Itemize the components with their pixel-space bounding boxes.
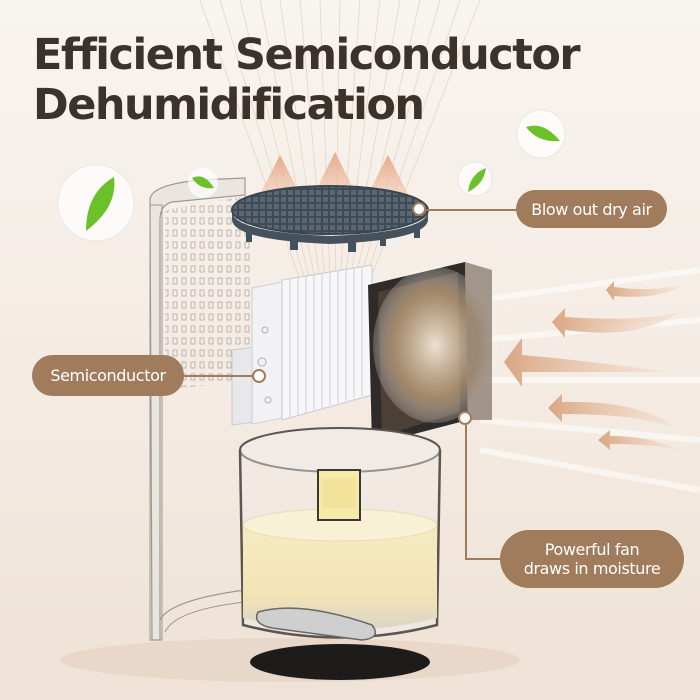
title-line-1: Efficient Semiconductor bbox=[33, 30, 581, 80]
callout-dot-fan bbox=[458, 411, 472, 425]
leaf-icon bbox=[192, 176, 214, 189]
callout-dot-semiconductor bbox=[252, 369, 266, 383]
water-tank bbox=[238, 427, 442, 680]
callout-semiconductor: Semiconductor bbox=[32, 355, 184, 396]
page-title: Efficient Semiconductor Dehumidification bbox=[33, 30, 581, 130]
leaf-icon bbox=[86, 177, 115, 231]
leaf-bubble-right bbox=[516, 109, 566, 159]
callout-label-line-2: draws in moisture bbox=[523, 559, 661, 578]
exhaust-arrow-3 bbox=[366, 155, 410, 198]
fan bbox=[368, 262, 497, 445]
callout-line-fan-horizontal bbox=[465, 558, 505, 560]
leaf-icon bbox=[526, 125, 560, 142]
callout-line-grille bbox=[425, 209, 520, 211]
leaf-bubble-small-mid bbox=[457, 161, 493, 197]
callout-label: Semiconductor bbox=[50, 366, 166, 385]
leaf-bubble-small-left bbox=[188, 168, 218, 198]
leaf-icon bbox=[468, 168, 486, 192]
title-line-2: Dehumidification bbox=[33, 80, 425, 130]
callout-label: Blow out dry air bbox=[531, 199, 652, 219]
leaf-bubble-large bbox=[57, 164, 135, 242]
intake-arrow-4 bbox=[548, 394, 676, 428]
callout-label-line-1: Powerful fan bbox=[544, 540, 640, 559]
callout-line-semiconductor bbox=[183, 375, 257, 377]
semiconductor-heat-sink bbox=[231, 264, 373, 426]
callout-dot-grille bbox=[412, 202, 426, 216]
callout-powerful-fan: Powerful fan draws in moisture bbox=[500, 530, 684, 588]
intake-arrow-5 bbox=[598, 430, 680, 450]
transparent-housing bbox=[149, 177, 255, 641]
top-grille bbox=[231, 185, 429, 252]
callout-blow-out-dry-air: Blow out dry air bbox=[516, 190, 667, 228]
callout-line-fan-vertical bbox=[465, 425, 467, 559]
intake-arrow-3 bbox=[504, 338, 668, 387]
intake-arrow-2 bbox=[552, 308, 680, 338]
intake-arrow-1 bbox=[606, 281, 682, 301]
